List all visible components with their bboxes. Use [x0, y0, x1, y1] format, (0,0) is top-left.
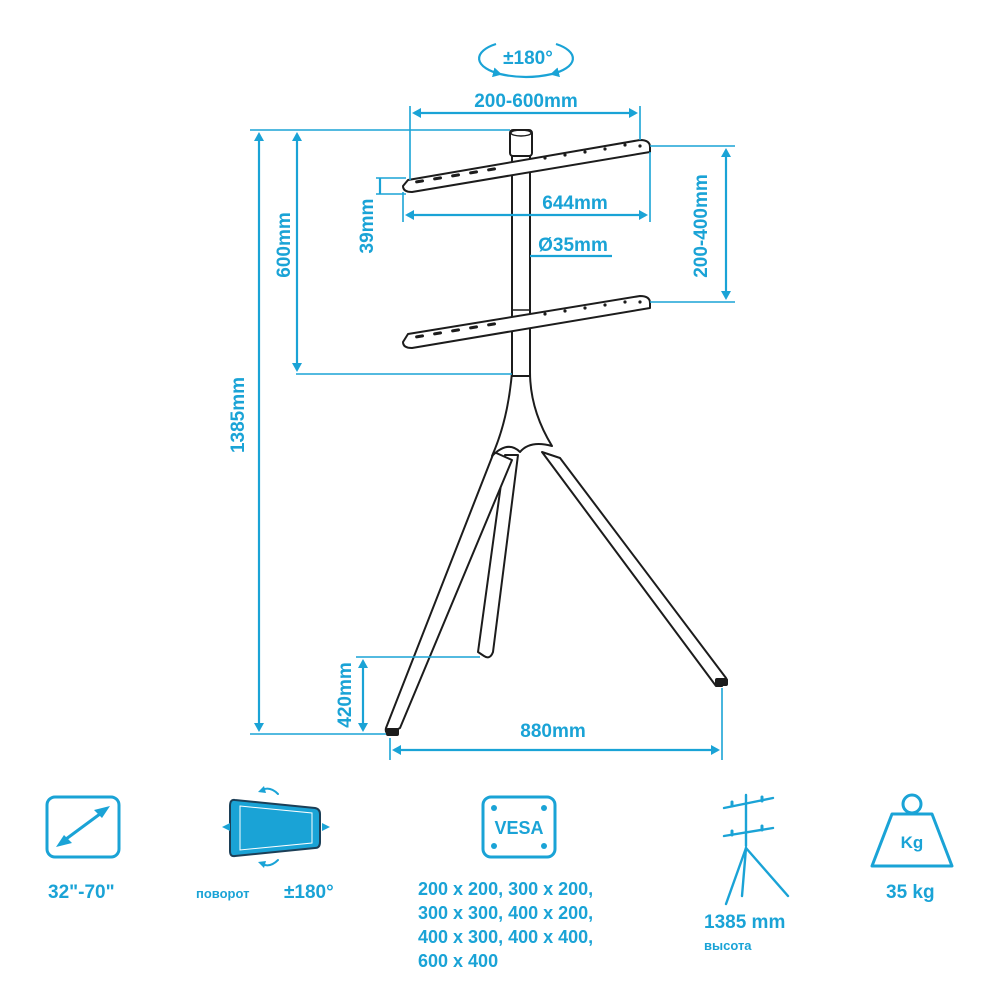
rotate-screen-icon — [222, 786, 330, 868]
pole-top-cap — [509, 129, 533, 157]
rotation-label: ±180° — [503, 48, 553, 69]
dimension-labels: ±180° 200-600mm 644mm 39mm Ø35mm 200-400… — [228, 48, 712, 742]
foot-height-label: 420mm — [335, 662, 356, 728]
rotate-word-label: поворот — [196, 886, 250, 901]
weight-value-label: 35 kg — [886, 882, 935, 903]
stand-drawing — [384, 129, 728, 736]
vesa-pattern-line: 200 x 200, 300 x 200, — [418, 879, 594, 899]
dimension-lines — [250, 42, 735, 760]
vesa-icon-text: VESA — [494, 818, 543, 838]
bracket-adjust-label: 600mm — [274, 212, 295, 278]
bracket-width-label: 644mm — [542, 193, 608, 214]
diagonal-arrow-icon — [45, 795, 121, 859]
weight-icon: Kg — [870, 793, 954, 868]
vesa-patterns-list: 200 x 200, 300 x 200, 300 x 300, 400 x 2… — [418, 877, 593, 973]
weight-icon-text: Kg — [901, 833, 924, 852]
vesa-pattern-line: 300 x 300, 400 x 200, — [418, 903, 594, 923]
total-height-label: 1385mm — [228, 377, 249, 453]
vesa-pattern-line: 600 x 400 — [418, 951, 499, 971]
leg-junction — [491, 371, 553, 457]
height-value-label: 1385 mm — [704, 912, 786, 933]
bracket-height-label: 39mm — [357, 199, 378, 254]
right-foot — [715, 678, 728, 686]
base-width-label: 880mm — [520, 721, 586, 742]
right-leg — [541, 451, 727, 687]
vesa-width-label: 200-600mm — [474, 91, 578, 112]
rotate-arrow-icon — [478, 42, 502, 78]
pole-diameter-label: Ø35mm — [538, 235, 608, 256]
rotate-value-label: ±180° — [284, 882, 334, 903]
pole — [511, 147, 531, 377]
stand-icon — [722, 793, 790, 906]
left-foot — [386, 728, 399, 736]
screen-size-label: 32"-70" — [48, 882, 115, 903]
lower-bracket — [402, 295, 651, 349]
vesa-pattern-line: 400 x 300, 400 x 400, — [418, 927, 594, 947]
height-word-label: высота — [704, 938, 752, 953]
rear-leg — [477, 454, 519, 659]
vesa-height-label: 200-400mm — [691, 174, 712, 278]
vesa-icon: VESA — [481, 795, 557, 859]
